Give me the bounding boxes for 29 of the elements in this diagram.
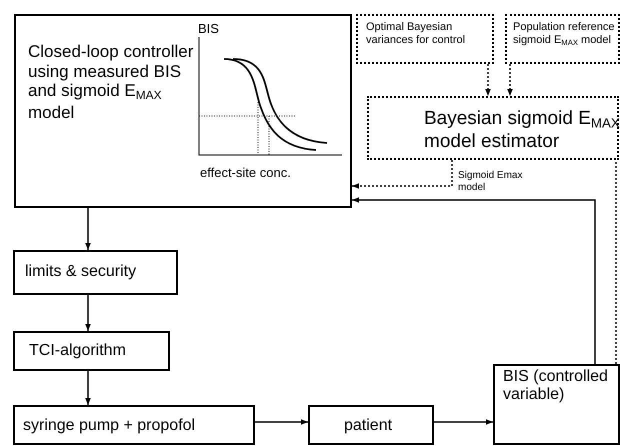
arrow [85, 371, 91, 405]
axis-label: effect-site conc. [200, 166, 292, 181]
node-text: Bayesian sigmoid E$_{MAX}$ model estimator [424, 108, 621, 152]
process-box [308, 405, 434, 445]
arrow [352, 160, 453, 189]
arrow [434, 419, 493, 425]
process-box [356, 14, 494, 64]
node-text: limits & security [25, 263, 138, 282]
process-box [13, 405, 255, 445]
arrow [352, 197, 596, 364]
node-text: syringe pump + propofol [23, 417, 196, 436]
controller-box [14, 14, 352, 208]
node-text: Population reference sigmoid E$_{MAX}$ model [513, 21, 616, 48]
node-text: Closed-loop controller using measured BIS and sigmoid E$_{MAX}$ model [28, 42, 194, 122]
arrow [485, 64, 491, 96]
node-text: BIS (controlled variable) [503, 368, 609, 405]
arrow [255, 419, 308, 425]
process-box [505, 14, 620, 64]
node-text: TCI-algorithm [29, 342, 127, 360]
axis-label: BIS [198, 22, 220, 37]
arrow [85, 295, 91, 331]
node-text: Optimal Bayesian variances for control [366, 21, 466, 46]
process-box [13, 331, 170, 371]
arrow [507, 64, 513, 96]
arrow [85, 208, 91, 250]
process-box [493, 364, 620, 445]
process-box [367, 96, 619, 160]
node-text: patient [344, 417, 394, 436]
process-box [13, 250, 178, 295]
